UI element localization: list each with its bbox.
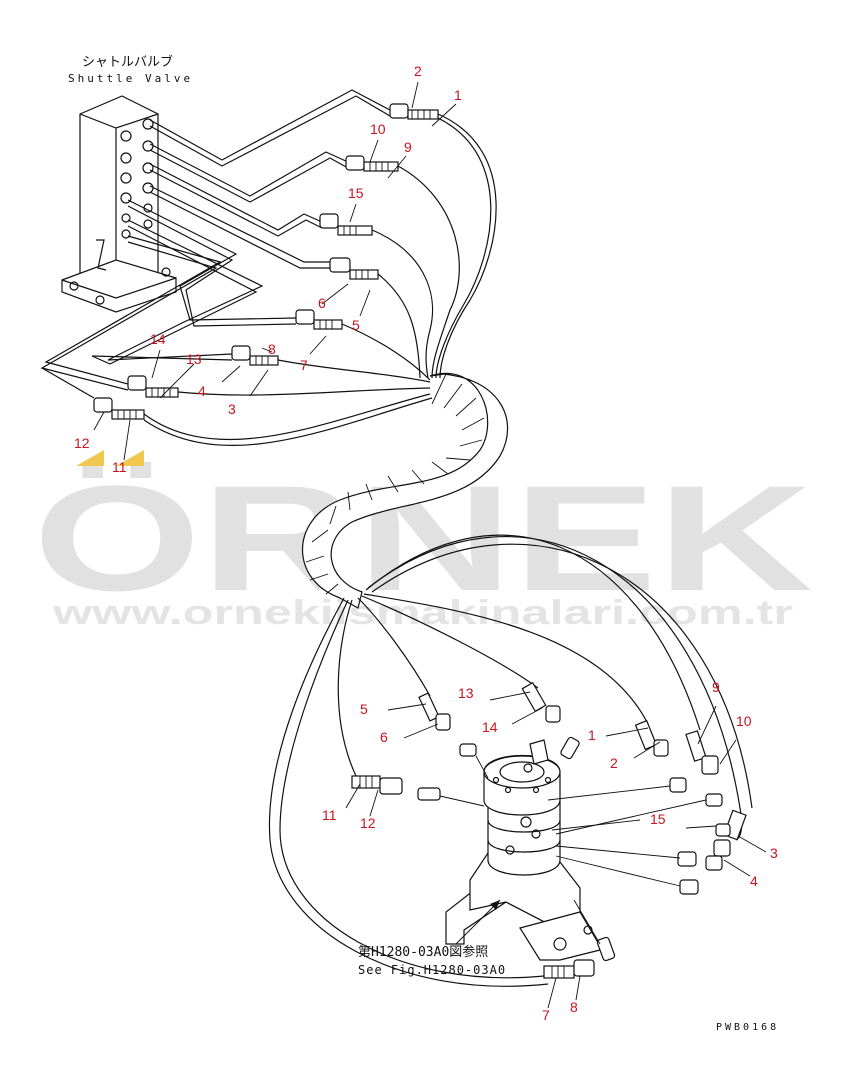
fitting-11-12-lower: [351, 775, 403, 795]
lower-fittings: [351, 681, 747, 979]
fitting-1-2: [389, 103, 439, 120]
callout-5-lower: 5: [360, 701, 368, 717]
callout-13: 13: [186, 351, 202, 367]
callout-7: 7: [300, 357, 308, 373]
reference-en: See Fig.H1280-03A0: [358, 963, 506, 977]
reference-jp: 第H1280-03A0図参照: [358, 944, 488, 960]
callout-14: 14: [150, 331, 166, 347]
fitting-5-6-lower: [418, 692, 451, 731]
callout-8-lower: 8: [570, 999, 578, 1015]
callout-8: 8: [268, 341, 276, 357]
fitting-9-10: [345, 155, 399, 172]
watermark-accent-left: [76, 450, 104, 466]
callout-15: 15: [348, 185, 364, 201]
pipe-routing-lower: [40, 199, 297, 399]
title-jp: シャトルバルブ: [82, 54, 173, 70]
watermark-accent-right: [116, 450, 144, 466]
callout-9-lower: 9: [712, 679, 720, 695]
reference-note: 第H1280-03A0図参照 See Fig.H1280-03A0: [358, 899, 506, 977]
title-en: Shuttle Valve: [68, 72, 193, 85]
drawing-code: PWB0168: [716, 1022, 779, 1033]
callout-2: 2: [414, 63, 422, 79]
callout-12: 12: [74, 435, 90, 451]
callout-7-lower: 7: [542, 1007, 550, 1023]
swivel-joint: [445, 739, 601, 961]
hose-protector-bundle: [302, 373, 509, 609]
fitting-1-2-lower: [634, 719, 669, 757]
callout-4-lower: 4: [750, 873, 758, 889]
hoses-upper: [143, 113, 497, 447]
swivel-connecting-lines: [439, 755, 707, 945]
fitting-5-6: [329, 257, 379, 280]
valve-ports: [120, 118, 154, 239]
swivel-port-fittings: [417, 736, 731, 962]
fitting-7-8-lower: [543, 959, 595, 979]
watermark-url: www.ornekiismakinalari.com.tr: [52, 594, 793, 632]
callout-12-lower: 12: [360, 815, 376, 831]
fitting-13-14: [127, 375, 179, 398]
callout-1-lower: 1: [588, 727, 596, 743]
callout-3-lower: 3: [770, 845, 778, 861]
shuttle-valve-block: [61, 95, 177, 313]
fitting-15: [319, 213, 373, 236]
callout-9: 9: [404, 139, 412, 155]
callout-labels: 2 1 10 9 15 6 5 8 7 14 13 4 3 12 11 13 1…: [74, 63, 778, 1023]
callout-6-lower: 6: [380, 729, 388, 745]
fitting-9-10-lower: [685, 730, 719, 775]
callout-11: 11: [112, 459, 127, 475]
fitting-7: [295, 309, 343, 330]
callout-1: 1: [454, 87, 462, 103]
pipe-routing-upper: [149, 89, 391, 269]
fitting-4-lower: [705, 855, 723, 871]
callout-14-lower: 14: [482, 719, 498, 735]
callout-15-lower: 15: [650, 811, 666, 827]
callout-11-lower: 11: [322, 807, 337, 823]
callout-5: 5: [352, 317, 360, 333]
callout-leaders: [93, 81, 767, 1009]
callout-4: 4: [198, 383, 206, 399]
callout-3: 3: [228, 401, 236, 417]
fitting-13-14-lower: [521, 681, 561, 723]
callout-2-lower: 2: [610, 755, 618, 771]
shuttle-valve-title: シャトルバルブ Shuttle Valve: [68, 54, 193, 85]
callout-6: 6: [318, 295, 326, 311]
callout-13-lower: 13: [458, 685, 474, 701]
callout-10-lower: 10: [736, 713, 752, 729]
callout-10: 10: [370, 121, 386, 137]
